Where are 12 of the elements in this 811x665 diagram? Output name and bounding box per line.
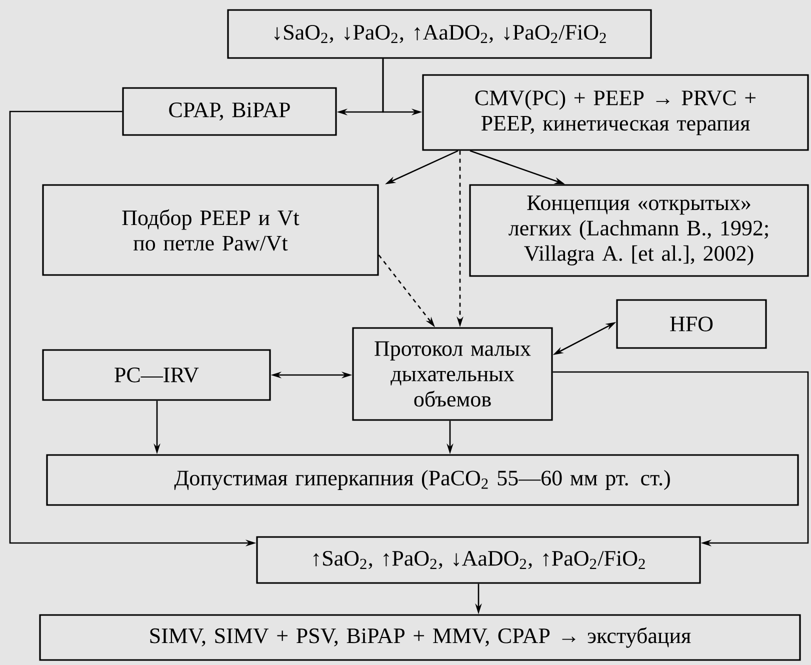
process-box: Допустимая гиперкапния (PaCO$_{2}$ 55—60 мм рт. ст.) xyxy=(46,454,799,506)
process-box: Протокол малых дыхательных объемов xyxy=(352,327,553,421)
process-box: Подбор PEEP и Vt по петле Paw/Vt xyxy=(42,184,379,276)
arrow xyxy=(552,371,809,546)
process-box: HFO xyxy=(616,299,767,349)
process-box: Концепция «открытых» легких (Lachmann B., 1992; Villagra A. [et al.], 2002) xyxy=(469,184,809,277)
process-box: ↓SaO$_{2}$, ↓PaO$_{2}$, ↑AaDO$_{2}$, ↓PaO$_{2}$/FiO$_{2}$ xyxy=(227,9,652,59)
process-box: CMV(PC) + PEEP → PRVC + PEEP, кинетическая терапия xyxy=(422,74,809,151)
process-box: SIMV, SIMV + PSV, BiPAP + MMV, CPAP → экстубация xyxy=(39,614,801,661)
process-box: CPAP, BiPAP xyxy=(122,87,337,136)
process-box: PC—IRV xyxy=(42,349,271,401)
process-box: ↑SaO$_{2}$, ↑PaO$_{2}$, ↓AaDO$_{2}$, ↑PaO$_{2}$/FiO$_{2}$ xyxy=(256,536,701,584)
